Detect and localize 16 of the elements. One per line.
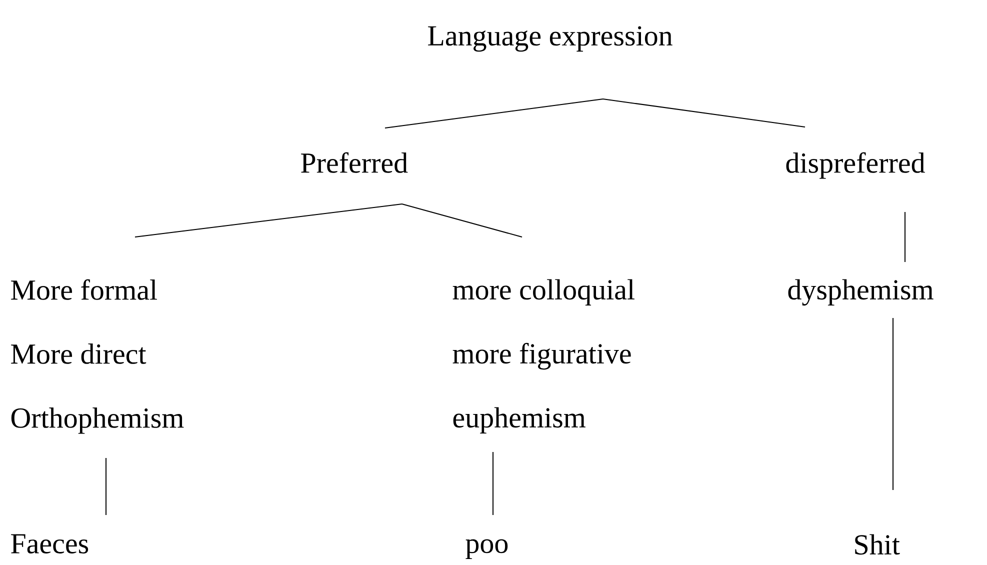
term-label: more colloquial more figurative euphemism	[452, 279, 634, 434]
term-label: Preferred	[301, 152, 408, 173]
term-label: dispreferred	[786, 152, 925, 179]
tree-line	[492, 452, 494, 516]
term-label: Language expression	[428, 26, 672, 52]
term-label: poo	[466, 539, 508, 560]
tree-line	[602, 98, 806, 128]
term-label: More formal More direct Orthophemism	[11, 279, 184, 434]
tree-line	[134, 204, 402, 238]
tree-line	[904, 212, 906, 262]
term-label: Faeces	[11, 534, 88, 554]
tree-line	[892, 318, 894, 490]
tree-line	[402, 204, 522, 238]
term-label: dysphemism	[788, 279, 934, 306]
term-label: Shit	[855, 534, 900, 555]
tree-line	[384, 98, 604, 128]
